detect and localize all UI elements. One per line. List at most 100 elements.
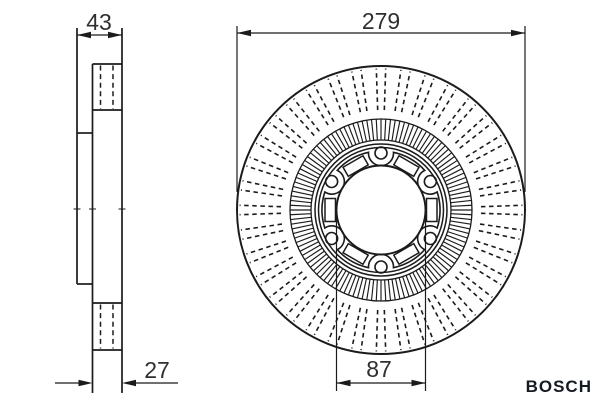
band-tick: [339, 128, 350, 148]
band-tick: [330, 268, 344, 287]
band-tick: [319, 141, 335, 159]
vent-dash-line: [293, 288, 320, 322]
vent-dash-line: [479, 189, 522, 197]
vent-dash-line: [447, 104, 477, 137]
band-tick: [297, 172, 318, 183]
vent-dash-line: [427, 297, 449, 336]
vent-dash-line: [351, 307, 362, 349]
band-tick: [370, 279, 375, 301]
vent-dash-line: [293, 98, 320, 132]
band-tick: [387, 119, 392, 141]
band-tick: [450, 199, 472, 204]
band-tick: [370, 119, 375, 141]
band-tick: [398, 277, 406, 299]
band-tick: [290, 216, 312, 221]
vent-dash-line: [417, 302, 435, 342]
front-view: [236, 65, 526, 355]
band-tick: [352, 123, 360, 144]
vent-dash-line: [454, 114, 487, 144]
band-tick: [437, 250, 455, 264]
band-tick: [402, 123, 410, 144]
vent-dash-line: [465, 134, 502, 158]
band-tick: [394, 278, 401, 300]
hub-pad-rect: [392, 242, 420, 266]
band-tick: [347, 124, 357, 145]
band-tick: [366, 279, 371, 300]
dimension-outer-diameter: 279: [362, 8, 400, 34]
vent-dash-line: [305, 89, 329, 126]
dimension-annotations: 43 27 279 87: [55, 8, 526, 391]
band-inner-circle: [310, 139, 452, 281]
center-bore-circle: [335, 164, 427, 256]
band-tick: [441, 244, 461, 256]
band-tick: [432, 148, 450, 164]
vent-dash-line: [239, 204, 282, 208]
band-tick: [430, 145, 446, 161]
bolt-hole: [423, 231, 438, 246]
dim27-arrow-left: [78, 379, 93, 387]
dimension-overall-width: 43: [86, 9, 112, 35]
band-tick: [421, 266, 435, 284]
vent-dash-line: [459, 271, 493, 298]
vent-dash-line: [260, 262, 297, 286]
band-tick: [427, 261, 443, 279]
band-tick: [449, 190, 471, 197]
vent-dash-line: [269, 122, 303, 149]
vent-dash-line: [313, 84, 335, 123]
band-tick: [448, 227, 470, 235]
vent-dash-line: [383, 309, 387, 352]
vent-dash-line: [305, 294, 329, 331]
band-tick: [444, 237, 465, 248]
dim27-arrow-right: [122, 379, 136, 387]
band-tick: [384, 279, 387, 301]
band-tick: [356, 277, 364, 299]
band-tick: [319, 261, 335, 279]
band-tick: [375, 279, 378, 301]
vent-dash-line: [269, 271, 303, 298]
band-tick: [444, 172, 465, 183]
band-tick: [412, 128, 423, 148]
dim87-arrow-right: [411, 379, 426, 387]
hub-pad-rect: [324, 197, 337, 223]
vent-dash-line: [249, 156, 289, 174]
band-tick: [294, 181, 315, 189]
band-tick: [384, 119, 387, 141]
band-tick: [427, 141, 443, 159]
vent-dash-line: [360, 308, 368, 351]
band-tick: [295, 234, 316, 244]
band-tick: [391, 120, 396, 141]
vent-dash-line: [249, 246, 289, 264]
vent-dash-line: [383, 68, 387, 111]
hub-scallop-contour: [321, 151, 441, 269]
vent-dash-line: [454, 276, 487, 306]
band-tick: [450, 220, 471, 225]
band-tick: [447, 231, 468, 239]
band-tick: [294, 231, 315, 239]
band-tick: [309, 152, 327, 167]
band-tick: [424, 138, 439, 156]
band-tick: [424, 264, 439, 282]
band-tick: [327, 136, 341, 154]
vent-dash-line: [473, 156, 513, 174]
vent-dash-line: [465, 262, 502, 286]
band-tick: [291, 220, 312, 225]
vent-dash-line: [468, 256, 507, 278]
band-tick: [290, 204, 312, 207]
bolt-holes: [324, 146, 438, 274]
hub-ring-circle: [314, 143, 448, 277]
band-tick: [335, 270, 347, 290]
vent-dash-line: [336, 75, 351, 116]
band-tick: [430, 259, 446, 275]
band-tick: [432, 256, 450, 272]
hub-pad-rect: [425, 197, 438, 223]
band-tick: [339, 272, 350, 292]
vent-dash-line: [285, 283, 315, 316]
band-tick: [323, 264, 338, 282]
bolt-hole: [324, 174, 339, 189]
band-tick: [446, 234, 467, 244]
band-tick: [450, 204, 472, 207]
band-tick: [301, 164, 321, 176]
band-tick: [391, 279, 396, 300]
vent-dash-line: [480, 204, 523, 208]
